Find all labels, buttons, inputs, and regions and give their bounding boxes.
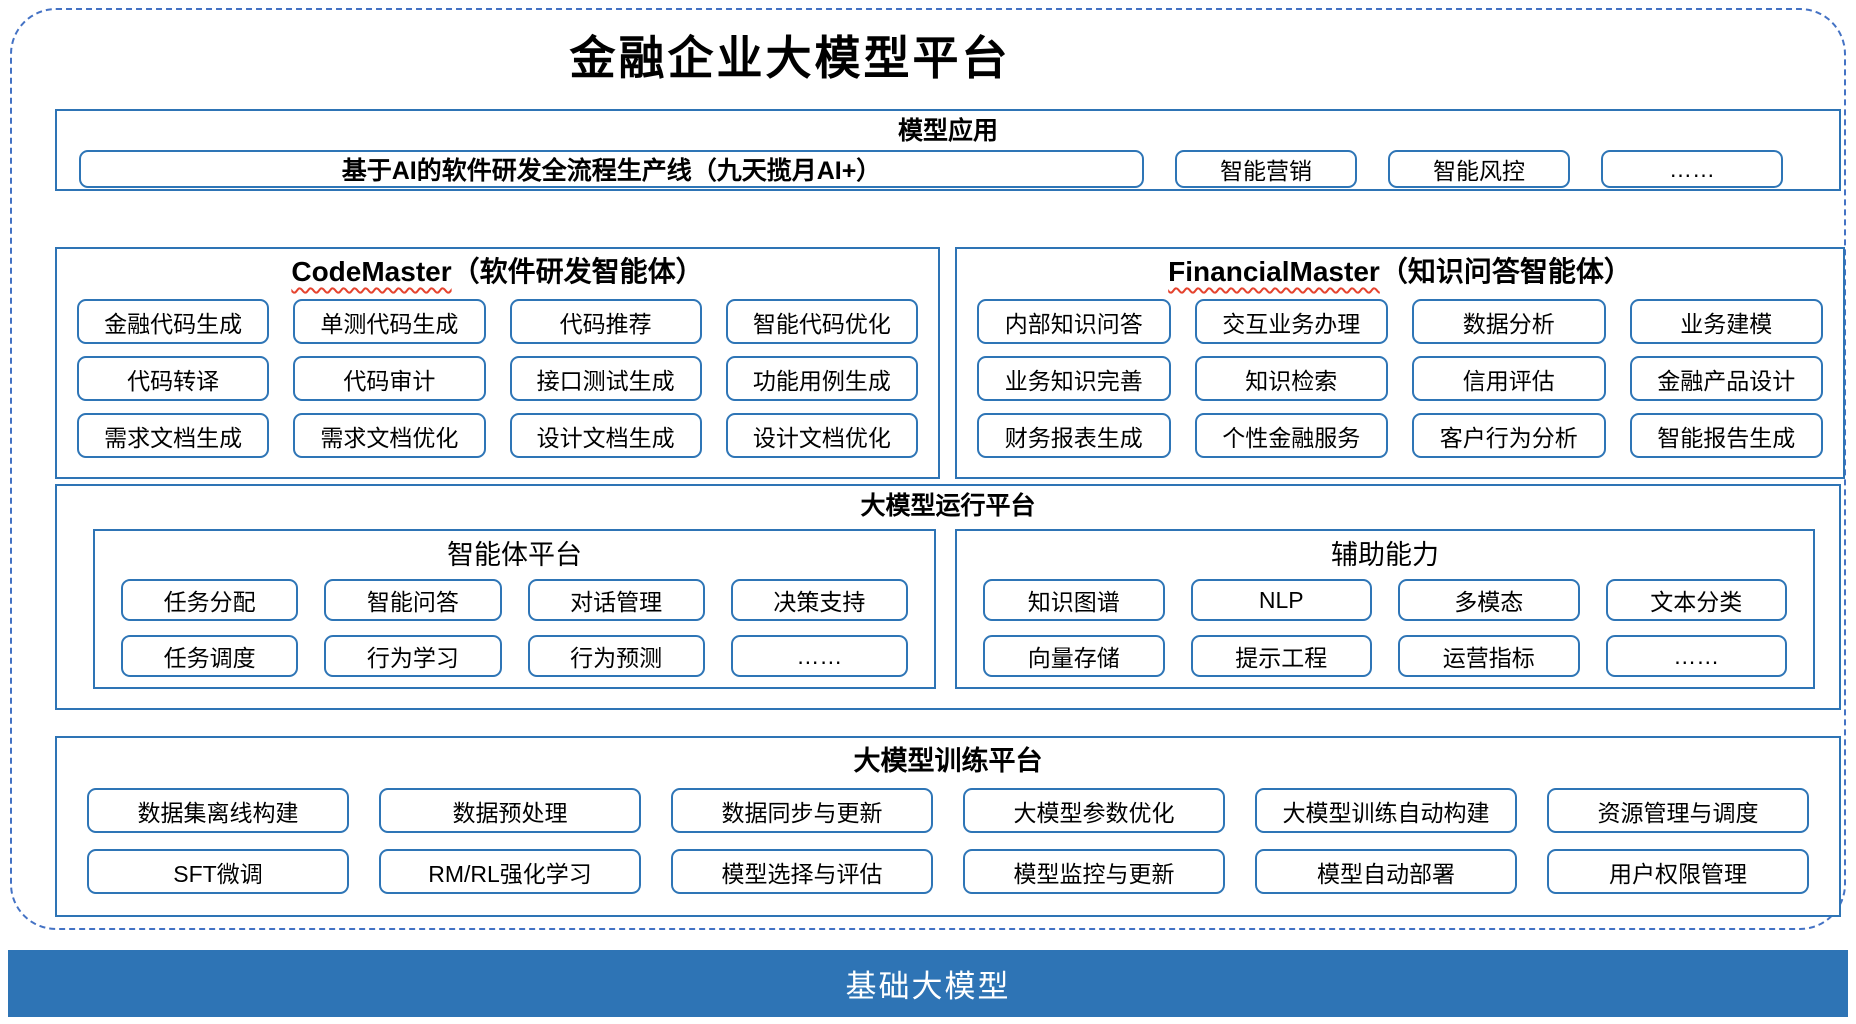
group-auxiliary-capabilities: 辅助能力 知识图谱 NLP 多模态 文本分类 向量存储 提示工程 运营指标 …… [955, 529, 1815, 689]
capability-box: 知识检索 [1194, 356, 1388, 401]
capability-box: 需求文档生成 [77, 413, 270, 458]
capability-box: SFT微调 [87, 849, 349, 894]
capability-box: 对话管理 [527, 579, 705, 621]
codemaster-name-zh: （软件研发智能体） [451, 256, 704, 287]
capability-box: 知识图谱 [983, 579, 1165, 621]
capability-box: 行为学习 [324, 635, 502, 677]
agent-platform-title: 智能体平台 [447, 540, 582, 570]
app-box-marketing: 智能营销 [1175, 150, 1357, 188]
capability-box: 任务调度 [121, 635, 299, 677]
capability-box: 设计文档生成 [509, 413, 702, 458]
page-title: 金融企业大模型平台 [569, 31, 1011, 85]
codemaster-header: CodeMaster（软件研发智能体） [57, 255, 938, 289]
capability-box: 个性金融服务 [1194, 413, 1388, 458]
capability-box: 客户行为分析 [1412, 413, 1606, 458]
foundation-model-bar: 基础大模型 [8, 950, 1848, 1017]
capability-box: 模型选择与评估 [671, 849, 933, 894]
capability-box: 代码推荐 [509, 299, 702, 344]
capability-box: 代码转译 [77, 356, 270, 401]
financialmaster-name-en: FinancialMaster [1168, 256, 1380, 287]
capability-box: 模型监控与更新 [963, 849, 1225, 894]
codemaster-grid: 金融代码生成 单测代码生成 代码推荐 智能代码优化 代码转译 代码审计 接口测试… [77, 299, 918, 458]
capability-box: 决策支持 [730, 579, 908, 621]
agent-platform-grid: 任务分配 智能问答 对话管理 决策支持 任务调度 行为学习 行为预测 …… [121, 579, 908, 677]
capability-box: 大模型训练自动构建 [1255, 788, 1517, 833]
capability-box: 金融产品设计 [1629, 356, 1823, 401]
section-model-applications: 模型应用 基于AI的软件研发全流程生产线（九天揽月AI+） 智能营销 智能风控 … [55, 109, 1841, 191]
app-box-ai-pipeline: 基于AI的软件研发全流程生产线（九天揽月AI+） [79, 150, 1144, 188]
capability-box: 模型自动部署 [1255, 849, 1517, 894]
platform-dashed-frame [10, 8, 1846, 930]
capability-box: 数据预处理 [379, 788, 641, 833]
capability-box: 行为预测 [527, 635, 705, 677]
capability-box: 需求文档优化 [293, 413, 486, 458]
runtime-platform-header: 大模型运行平台 [860, 492, 1036, 520]
app-box-ellipsis: …… [1601, 150, 1783, 188]
section-model-applications-header: 模型应用 [897, 117, 998, 145]
auxiliary-capabilities-grid: 知识图谱 NLP 多模态 文本分类 向量存储 提示工程 运营指标 …… [983, 579, 1787, 677]
capability-box: 智能代码优化 [725, 299, 918, 344]
capability-box: 设计文档优化 [725, 413, 918, 458]
capability-box: 资源管理与调度 [1547, 788, 1809, 833]
group-agent-platform: 智能体平台 任务分配 智能问答 对话管理 决策支持 任务调度 行为学习 行为预测… [93, 529, 936, 689]
training-platform-grid: 数据集离线构建 数据预处理 数据同步与更新 大模型参数优化 大模型训练自动构建 … [87, 788, 1809, 894]
section-financialmaster: FinancialMaster（知识问答智能体） 内部知识问答 交互业务办理 数… [955, 247, 1845, 479]
capability-box: …… [730, 635, 908, 677]
capability-box: 向量存储 [983, 635, 1165, 677]
runtime-groups-row: 智能体平台 任务分配 智能问答 对话管理 决策支持 任务调度 行为学习 行为预测… [93, 529, 1839, 689]
capability-box: RM/RL强化学习 [379, 849, 641, 894]
capability-box: 多模态 [1398, 579, 1580, 621]
auxiliary-capabilities-title: 辅助能力 [1331, 540, 1439, 570]
capability-box: 单测代码生成 [293, 299, 486, 344]
capability-box: 内部知识问答 [977, 299, 1171, 344]
capability-box: 大模型参数优化 [963, 788, 1225, 833]
capability-box: 数据集离线构建 [87, 788, 349, 833]
capability-box: …… [1605, 635, 1787, 677]
financialmaster-header: FinancialMaster（知识问答智能体） [957, 255, 1843, 289]
capability-box: 用户权限管理 [1547, 849, 1809, 894]
capability-box: NLP [1190, 579, 1372, 621]
capability-box: 代码审计 [293, 356, 486, 401]
capability-box: 运营指标 [1398, 635, 1580, 677]
capability-box: 提示工程 [1190, 635, 1372, 677]
training-platform-header: 大模型训练平台 [853, 746, 1043, 776]
capability-box: 文本分类 [1605, 579, 1787, 621]
section-runtime-platform: 大模型运行平台 智能体平台 任务分配 智能问答 对话管理 决策支持 任务调度 行… [55, 484, 1841, 710]
model-applications-row: 基于AI的软件研发全流程生产线（九天揽月AI+） 智能营销 智能风控 …… [79, 150, 1839, 188]
financialmaster-name-zh: （知识问答智能体） [1379, 256, 1632, 287]
capability-box: 业务知识完善 [977, 356, 1171, 401]
capability-box: 智能问答 [324, 579, 502, 621]
capability-box: 数据同步与更新 [671, 788, 933, 833]
financialmaster-grid: 内部知识问答 交互业务办理 数据分析 业务建模 业务知识完善 知识检索 信用评估… [977, 299, 1823, 458]
section-codemaster: CodeMaster（软件研发智能体） 金融代码生成 单测代码生成 代码推荐 智… [55, 247, 940, 479]
capability-box: 数据分析 [1412, 299, 1606, 344]
capability-box: 财务报表生成 [977, 413, 1171, 458]
capability-box: 信用评估 [1412, 356, 1606, 401]
section-training-platform: 大模型训练平台 数据集离线构建 数据预处理 数据同步与更新 大模型参数优化 大模… [55, 736, 1841, 917]
capability-box: 智能报告生成 [1629, 413, 1823, 458]
capability-box: 业务建模 [1629, 299, 1823, 344]
capability-box: 任务分配 [121, 579, 299, 621]
capability-box: 功能用例生成 [725, 356, 918, 401]
capability-box: 交互业务办理 [1194, 299, 1388, 344]
codemaster-name-en: CodeMaster [291, 256, 452, 287]
capability-box: 金融代码生成 [77, 299, 270, 344]
app-box-risk-control: 智能风控 [1388, 150, 1570, 188]
capability-box: 接口测试生成 [509, 356, 702, 401]
